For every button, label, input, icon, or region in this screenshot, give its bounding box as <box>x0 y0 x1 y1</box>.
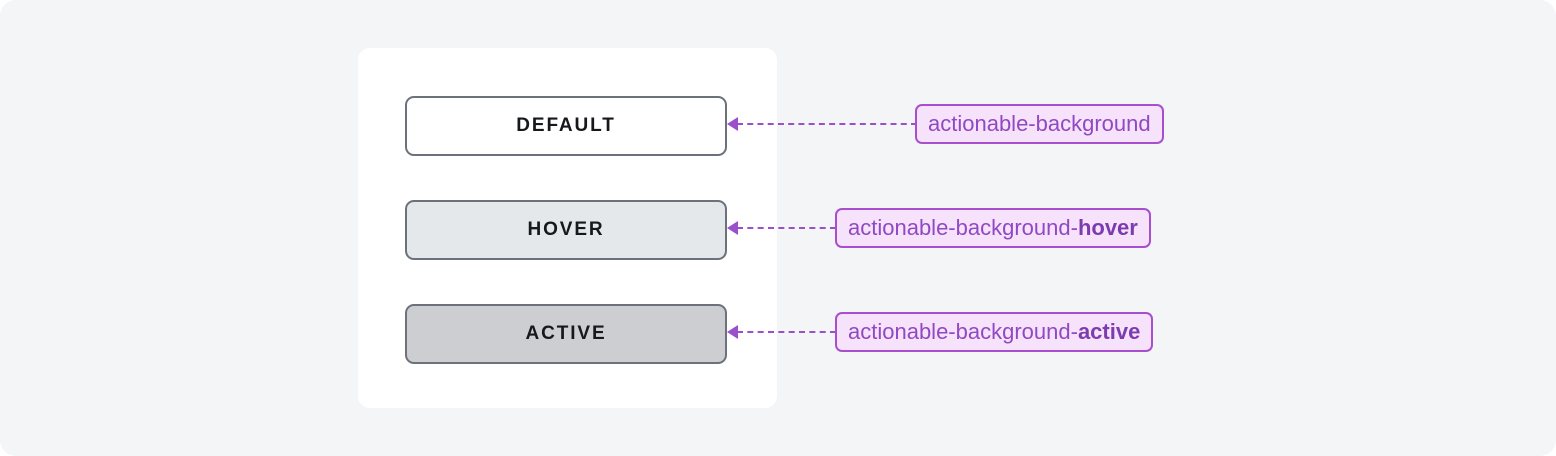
token-suffix-text: hover <box>1077 215 1138 240</box>
left-arrow-icon <box>727 325 738 339</box>
token-base-text: actionable-background- <box>848 319 1078 344</box>
token-badge-active: actionable-background-active <box>835 312 1154 352</box>
button-active[interactable]: ACTIVE <box>405 304 727 364</box>
token-base-text: actionable-background- <box>848 215 1078 240</box>
connector-hover <box>727 221 836 235</box>
state-row-default: DEFAULT <box>358 96 777 156</box>
button-default[interactable]: DEFAULT <box>405 96 727 156</box>
states-card: DEFAULT HOVER ACTIVE <box>358 48 777 408</box>
token-base-text: actionable-background <box>928 111 1151 136</box>
state-row-active: ACTIVE <box>358 304 777 364</box>
connector-active <box>727 325 836 339</box>
token-badge-hover: actionable-background-hover <box>835 208 1151 248</box>
token-badge-default: actionable-background <box>915 104 1164 144</box>
left-arrow-icon <box>727 221 738 235</box>
connector-default <box>727 117 917 131</box>
left-arrow-icon <box>727 117 738 131</box>
state-row-hover: HOVER <box>358 200 777 260</box>
dashed-connector-line <box>737 123 917 125</box>
dashed-connector-line <box>737 331 836 333</box>
token-suffix-text: active <box>1077 319 1141 344</box>
button-hover[interactable]: HOVER <box>405 200 727 260</box>
dashed-connector-line <box>737 227 836 229</box>
